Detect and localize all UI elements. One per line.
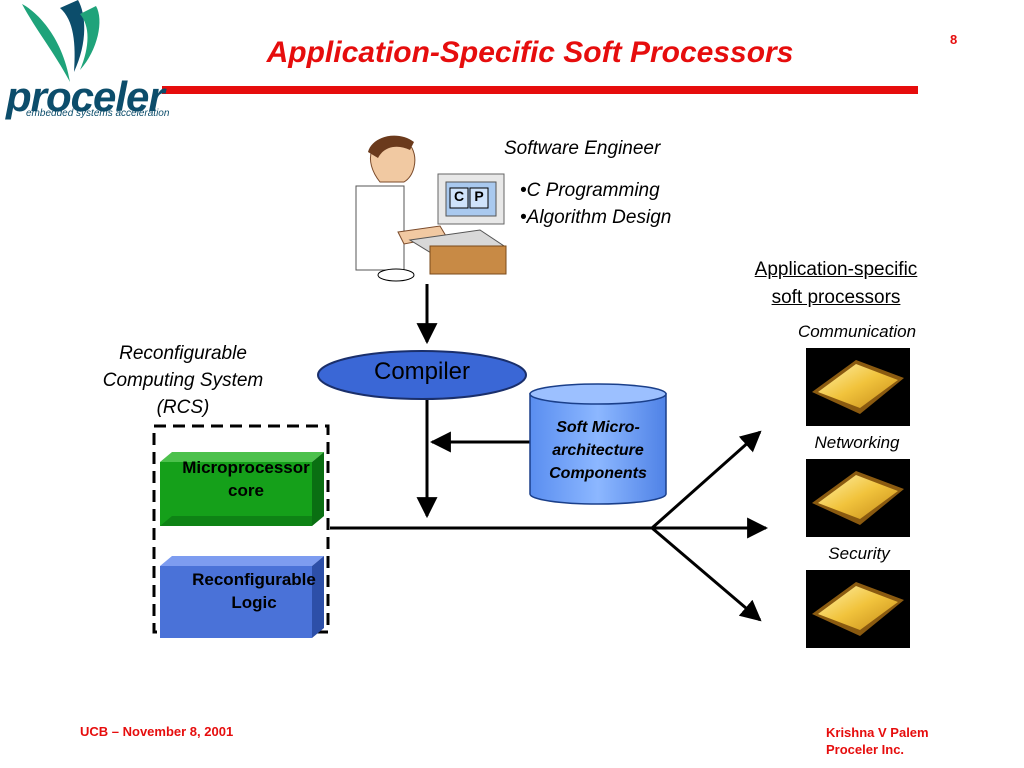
engineer-label: Software Engineer [504, 138, 661, 159]
chip-communication [806, 348, 910, 426]
footer-author: Krishna V Palem Proceler Inc. [826, 725, 929, 757]
chip-networking [806, 459, 910, 537]
processor-label-networking: Networking [814, 433, 900, 452]
processor-label-security: Security [828, 544, 890, 563]
engineer-bullet: •Algorithm Design [520, 207, 672, 228]
arrow-to-security [651, 526, 762, 622]
screen-letter-c: C [453, 188, 465, 204]
microprocessor-block [160, 452, 324, 526]
footer-date: UCB – November 8, 2001 [80, 724, 234, 739]
microprocessor-label: Microprocessor core [182, 458, 310, 500]
processor-label-communication: Communication [797, 322, 917, 341]
logo-mark [22, 0, 100, 82]
logo-wordmark: proceler [6, 73, 165, 120]
screen-letter-p: P [474, 188, 484, 204]
chip-security [806, 570, 910, 648]
arrow-to-communication [651, 430, 762, 530]
compiler-label: Compiler [373, 358, 471, 385]
reconfigurable-logic-block [160, 556, 324, 638]
title-underline [162, 86, 918, 94]
page-number: 8 [950, 32, 958, 47]
engineer-illustration [355, 135, 507, 282]
logo-tagline: embedded systems acceleration [26, 108, 170, 119]
processors-heading: Application-specific soft processors [754, 259, 918, 308]
engineer-bullet: •C Programming [520, 180, 660, 201]
rcs-label: Reconfigurable Computing System (RCS) [102, 343, 264, 418]
page-title: Application-Specific Soft Processors [266, 36, 794, 69]
components-label: Soft Micro- architecture Components [549, 419, 647, 482]
components-cylinder [529, 383, 667, 505]
compiler-ellipse [317, 350, 527, 400]
reconfigurable-logic-label: Reconfigurable Logic [192, 570, 316, 612]
